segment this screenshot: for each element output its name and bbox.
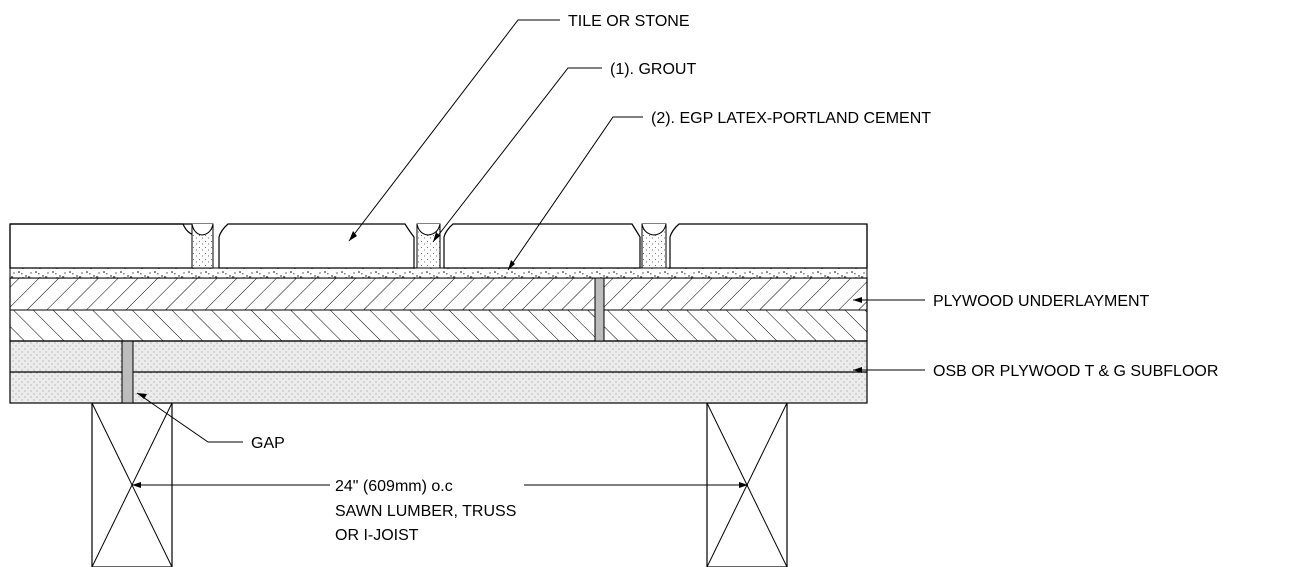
subfloor-layer <box>9 340 868 404</box>
label-cement: (2). EGP LATEX-PORTLAND CEMENT <box>651 110 931 127</box>
label-gap: GAP <box>251 435 285 452</box>
label-subfloor: OSB OR PLYWOOD T & G SUBFLOOR <box>933 363 1218 380</box>
tile-edges <box>9 223 868 268</box>
plywood-gap <box>594 277 605 342</box>
cement-bed-layer <box>9 267 868 279</box>
grout-joints <box>191 223 667 269</box>
label-joist-line1: SAWN LUMBER, TRUSS <box>335 503 516 520</box>
label-plywood: PLYWOOD UNDERLAYMENT <box>933 293 1150 310</box>
label-grout: (1). GROUT <box>610 61 696 78</box>
subfloor-gap <box>121 340 134 404</box>
label-tile: TILE OR STONE <box>568 13 690 30</box>
tile <box>218 223 415 269</box>
tile <box>669 223 868 269</box>
label-spacing: 24" (609mm) o.c <box>335 478 453 495</box>
plywood-underlayment-layer <box>9 277 868 342</box>
tile <box>443 223 641 269</box>
tile <box>9 223 213 269</box>
leader-lines <box>132 19 925 488</box>
label-joist-line2: OR I-JOIST <box>335 527 419 544</box>
